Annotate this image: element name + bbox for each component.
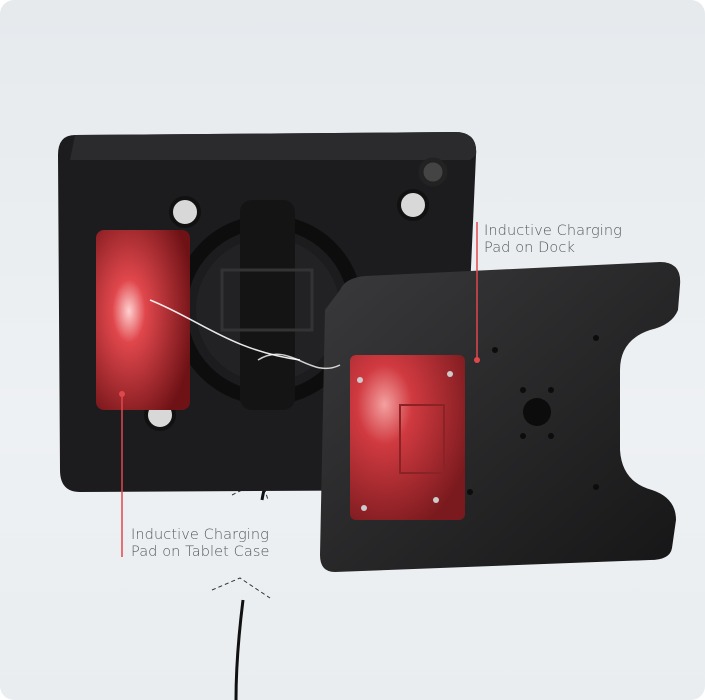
callout-dock-line1: Inductive Charging: [484, 223, 622, 239]
callout-tablet-charging-pad: Inductive Charging Pad on Tablet Case: [131, 527, 270, 561]
camera-icon: [418, 157, 448, 187]
mount-hole: [523, 398, 551, 426]
screw-icon: [397, 189, 429, 221]
callout-tablet-line2: Pad on Tablet Case: [131, 544, 270, 560]
hand-strap: [240, 200, 295, 410]
tablet-charging-pad: [96, 230, 190, 410]
cable-bottom: [234, 599, 245, 700]
callout-dock-line2: Pad on Dock: [484, 240, 575, 256]
callout-dock-charging-pad: Inductive Charging Pad on Dock: [484, 223, 622, 257]
screw-icon: [169, 196, 201, 228]
callout-tablet-line1: Inductive Charging: [131, 527, 269, 543]
dock-charging-pad: [350, 355, 465, 520]
